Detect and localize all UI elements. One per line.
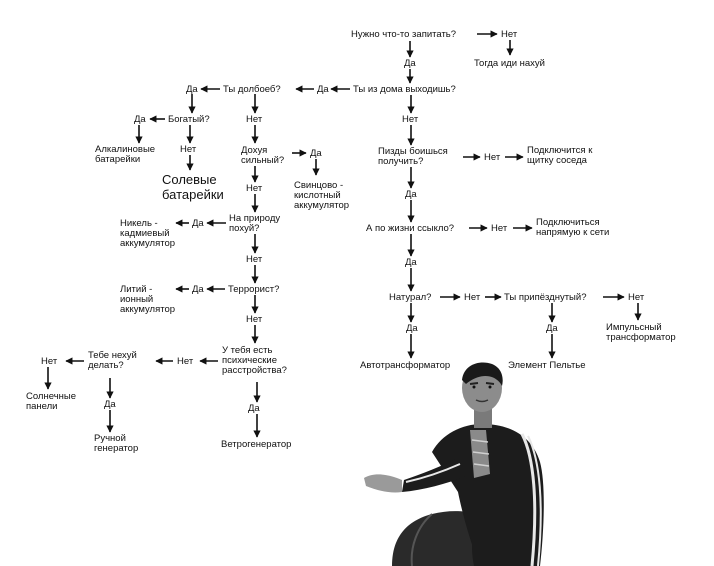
result-go-away: Тогда иди нахуй xyxy=(474,58,545,69)
answer-yes: Да xyxy=(404,58,416,69)
question-crazy: Ты припёзднутый? xyxy=(504,292,586,303)
answer-yes: Да xyxy=(406,323,418,334)
question-terrorist: Террорист? xyxy=(228,284,279,295)
answer-yes: Да xyxy=(134,114,146,125)
connector-arrows xyxy=(44,30,642,438)
result-peltier: Элемент Пельтье xyxy=(508,360,586,371)
answer-yes: Да xyxy=(310,148,322,159)
answer-no: Нет xyxy=(491,223,508,234)
answer-no: Нет xyxy=(246,183,263,194)
answer-no: Нет xyxy=(501,29,518,40)
question-need-power: Нужно что-то запитать? xyxy=(351,29,456,40)
man-in-tracksuit-illustration xyxy=(364,362,544,566)
answer-no: Нет xyxy=(402,114,419,125)
answer-yes: Да xyxy=(104,399,116,410)
answer-no: Нет xyxy=(180,144,197,155)
answer-no: Нет xyxy=(246,254,263,265)
answer-no: Нет xyxy=(246,114,263,125)
answer-no: Нет xyxy=(464,292,481,303)
answer-no: Нет xyxy=(628,292,645,303)
answer-yes: Да xyxy=(192,218,204,229)
result-wind-generator: Ветрогенератор xyxy=(221,439,291,450)
answer-yes: Да xyxy=(317,84,329,95)
result-autotransformer: Автотрансформатор xyxy=(360,360,450,371)
answer-yes: Да xyxy=(248,403,260,414)
question-leave-home: Ты из дома выходишь? xyxy=(353,84,456,95)
question-coward: А по жизни ссыкло? xyxy=(366,223,454,234)
answer-no: Нет xyxy=(41,356,58,367)
answer-no: Нет xyxy=(484,152,501,163)
answer-yes: Да xyxy=(546,323,558,334)
answer-no: Нет xyxy=(177,356,194,367)
answer-yes: Да xyxy=(186,84,198,95)
answer-yes: Да xyxy=(405,257,417,268)
question-rich: Богатый? xyxy=(168,114,210,125)
answer-no: Нет xyxy=(246,314,263,325)
answer-yes: Да xyxy=(405,189,417,200)
answer-yes: Да xyxy=(192,284,204,295)
question-natural: Натурал? xyxy=(389,292,431,303)
question-fool: Ты долбоеб? xyxy=(223,84,281,95)
